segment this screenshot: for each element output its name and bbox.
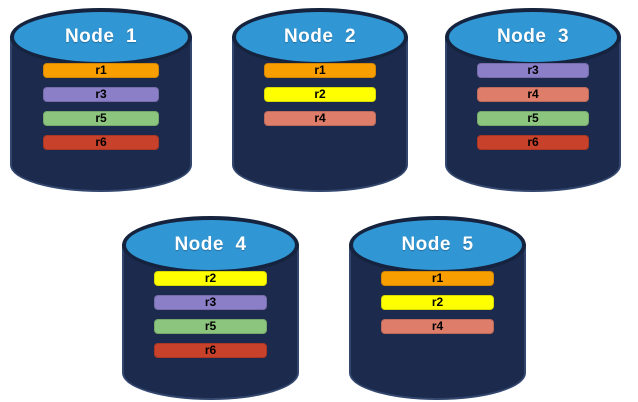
replica-bar-r4: r4 (476, 87, 590, 102)
node-3-cylinder-top: Node 3 (445, 8, 621, 66)
node-title: Node 4 (174, 234, 247, 255)
replica-bar-r5: r5 (153, 319, 268, 334)
node-1-replica-list: r1 r3 r5 r6 (10, 63, 192, 150)
node-5-replica-list: r1 r2 r4 (349, 271, 526, 334)
replica-bar-r1: r1 (42, 63, 160, 78)
node-4-cylinder-top: Node 4 (122, 216, 299, 274)
node-4-replica-list: r2 r3 r5 r6 (122, 271, 299, 358)
node-2-cylinder-top: Node 2 (232, 8, 408, 66)
replica-bar-r6: r6 (153, 343, 268, 358)
replica-bar-r1: r1 (263, 63, 377, 78)
replica-bar-r3: r3 (153, 295, 268, 310)
replica-bar-r3: r3 (42, 87, 160, 102)
replica-bar-r4: r4 (263, 111, 377, 126)
node-4: Node 4 r2 r3 r5 r6 (122, 216, 299, 400)
node-title: Node 3 (496, 26, 570, 47)
node-3-replica-list: r3 r4 r5 r6 (445, 63, 621, 150)
node-1: Node 1 r1 r3 r5 r6 (10, 8, 192, 192)
node-2: Node 2 r1 r2 r4 (232, 8, 408, 192)
node-1-cylinder-top: Node 1 (10, 8, 192, 66)
replica-bar-r6: r6 (42, 135, 160, 150)
replica-bar-r5: r5 (42, 111, 160, 126)
node-title: Node 1 (64, 26, 138, 47)
replica-bar-r2: r2 (263, 87, 377, 102)
node-title: Node 2 (283, 26, 357, 47)
replica-bar-r3: r3 (476, 63, 590, 78)
node-3: Node 3 r3 r4 r5 r6 (445, 8, 621, 192)
node-title: Node 5 (401, 234, 474, 255)
replica-bar-r5: r5 (476, 111, 590, 126)
replica-bar-r1: r1 (380, 271, 495, 286)
node-5: Node 5 r1 r2 r4 (349, 216, 526, 400)
replica-bar-r4: r4 (380, 319, 495, 334)
replica-bar-r6: r6 (476, 135, 590, 150)
replica-bar-r2: r2 (380, 295, 495, 310)
node-5-cylinder-top: Node 5 (349, 216, 526, 274)
node-2-replica-list: r1 r2 r4 (232, 63, 408, 126)
replica-bar-r2: r2 (153, 271, 268, 286)
